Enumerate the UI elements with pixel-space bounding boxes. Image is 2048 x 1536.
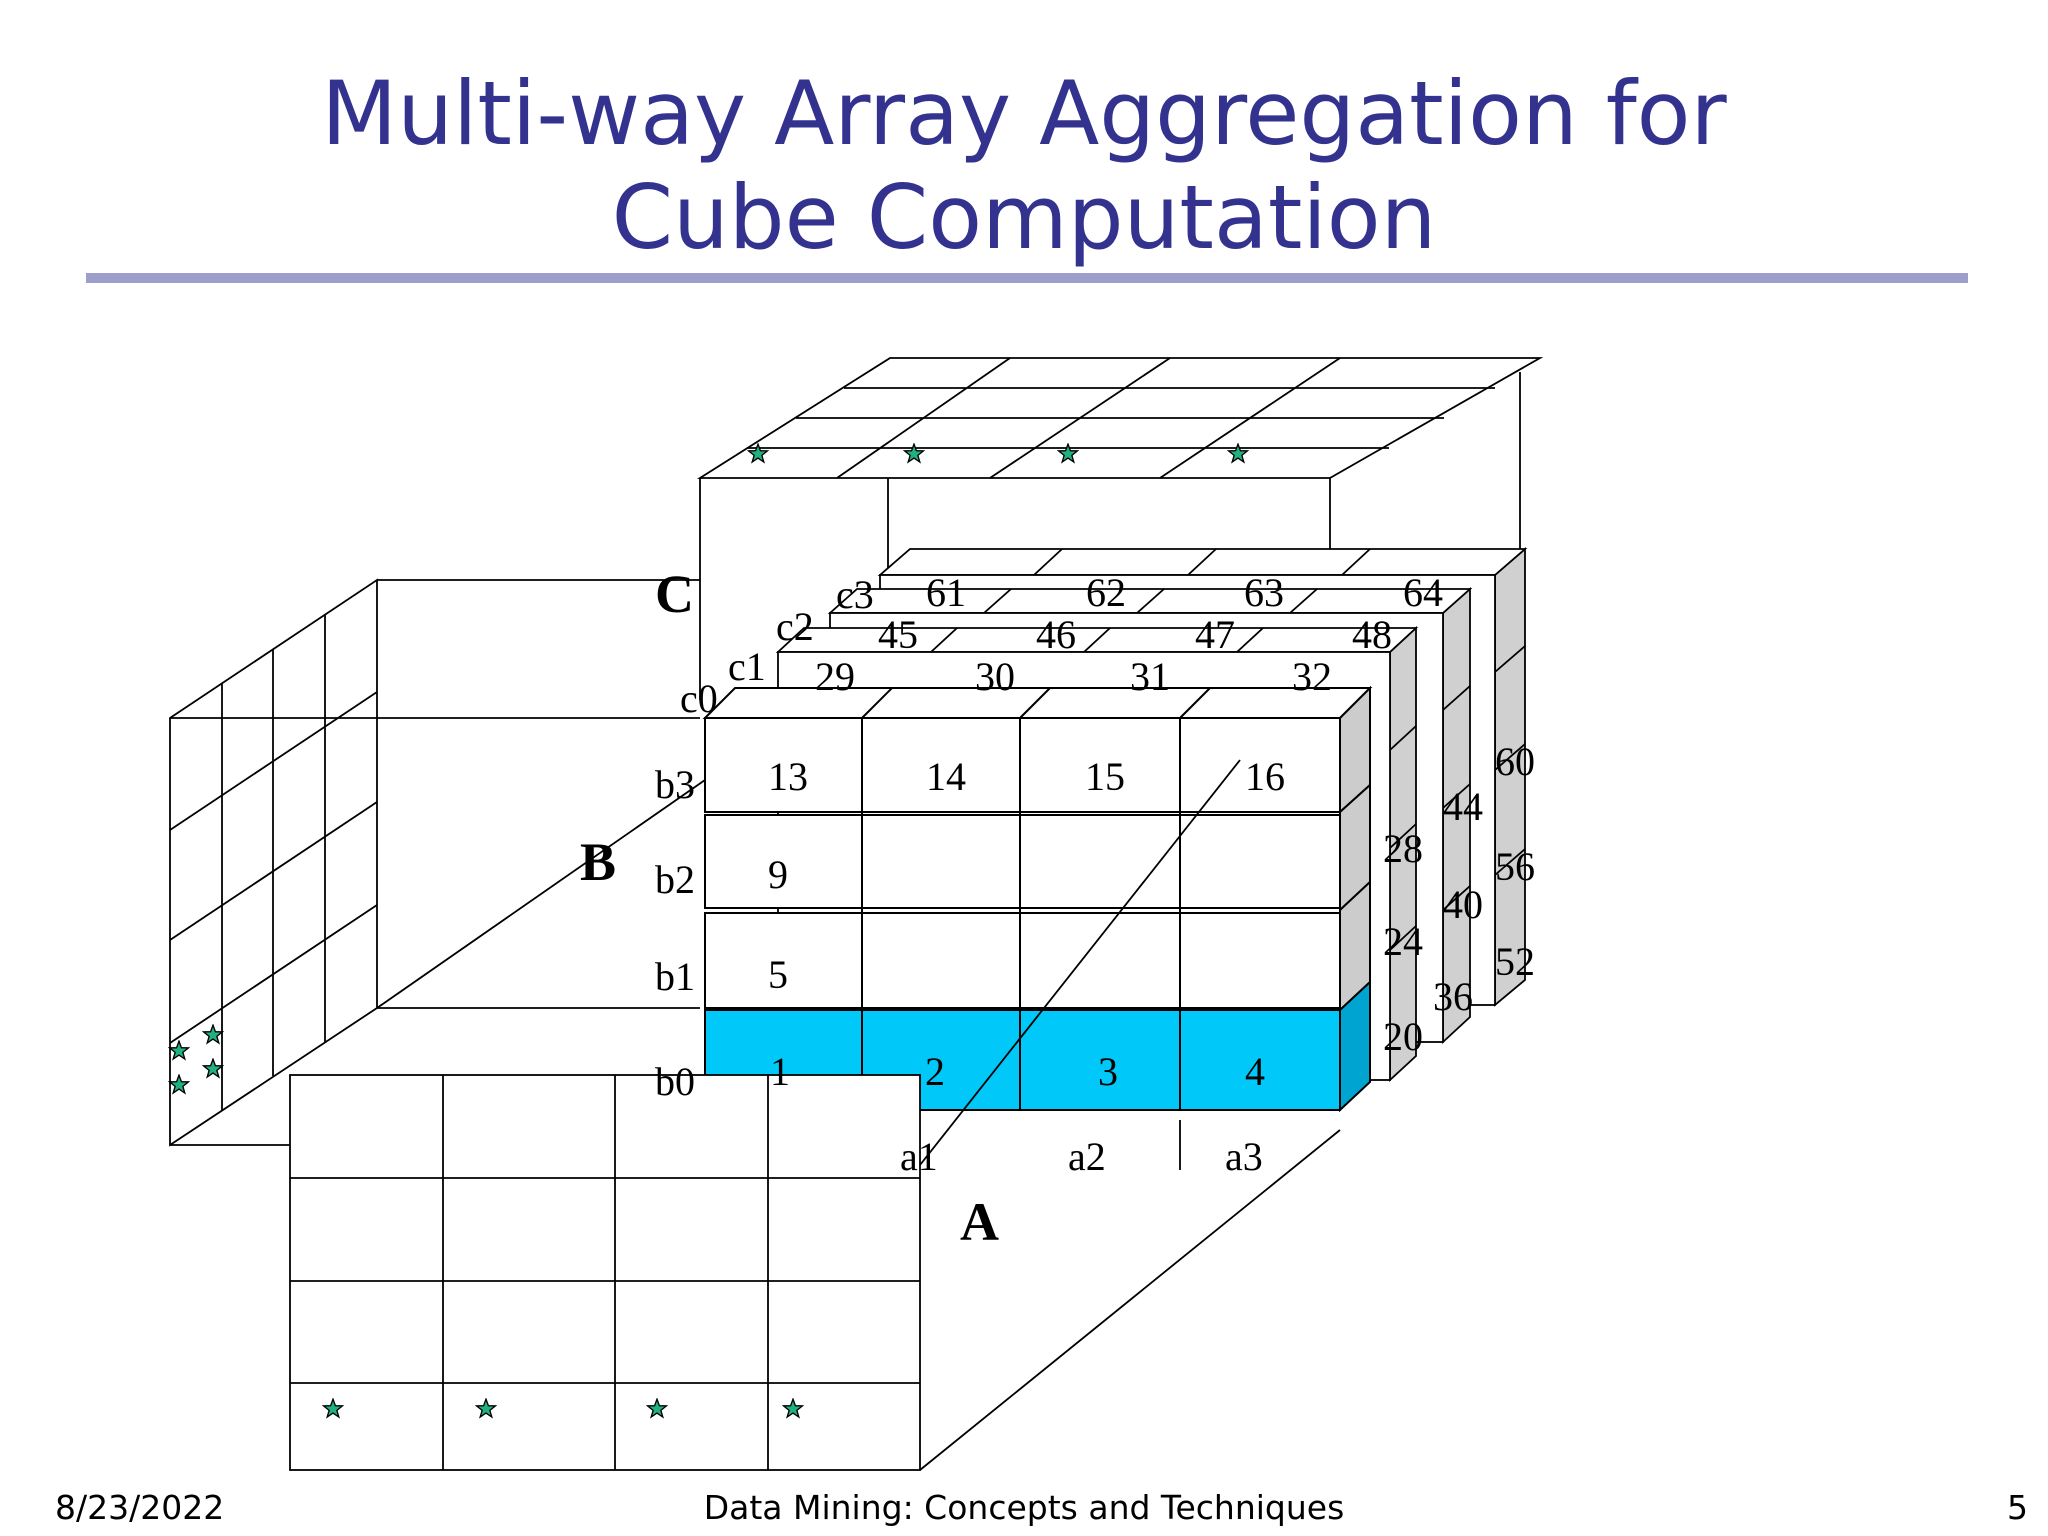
ab-plane [289, 1074, 921, 1471]
bc-plane [169, 578, 700, 1147]
footer-page-number: 5 [2007, 1488, 2028, 1527]
c-label: c3 [836, 572, 874, 617]
title-line-2: Cube Computation [611, 166, 1437, 269]
cell-56: 56 [1495, 844, 1535, 889]
a-label: a3 [1225, 1134, 1263, 1179]
cell-61: 61 [926, 570, 966, 615]
slab-c0 [702, 685, 1373, 1113]
title-line-1: Multi-way Array Aggregation for [321, 62, 1727, 165]
cell-4: 4 [1245, 1049, 1265, 1094]
star-icon [747, 443, 769, 463]
cell-20: 20 [1383, 1014, 1423, 1059]
star-icon [903, 443, 925, 463]
a-label: a2 [1068, 1134, 1106, 1179]
cell-1: 1 [770, 1049, 790, 1094]
star-icon [1057, 443, 1079, 463]
cell-48: 48 [1352, 612, 1392, 657]
cell-40: 40 [1443, 882, 1483, 927]
b-label: b1 [655, 954, 695, 999]
cell-9: 9 [768, 852, 788, 897]
star-icon [1227, 443, 1249, 463]
cell-29: 29 [815, 654, 855, 699]
c-label: c0 [680, 676, 718, 721]
slide-title: Multi-way Array Aggregation for Cube Com… [0, 62, 2048, 270]
b-label: b0 [655, 1059, 695, 1104]
cell-64: 64 [1403, 570, 1443, 615]
cell-52: 52 [1495, 939, 1535, 984]
c-label: c1 [728, 644, 766, 689]
star-icon [168, 1074, 190, 1094]
cell-13: 13 [768, 754, 808, 799]
cell-60: 60 [1495, 739, 1535, 784]
cell-30: 30 [975, 654, 1015, 699]
ac-plane [696, 357, 1544, 700]
cell-3: 3 [1098, 1049, 1118, 1094]
star-icon [202, 1058, 224, 1078]
footer-title: Data Mining: Concepts and Techniques [703, 1488, 1345, 1527]
footer-date: 8/23/2022 [55, 1488, 225, 1527]
cell-47: 47 [1195, 612, 1235, 657]
cell-24: 24 [1383, 919, 1423, 964]
cell-15: 15 [1085, 754, 1125, 799]
ab-floor-lines [376, 759, 1341, 1471]
cell-28: 28 [1383, 826, 1423, 871]
cell-2: 2 [925, 1049, 945, 1094]
b-label: b3 [655, 762, 695, 807]
cell-31: 31 [1130, 654, 1170, 699]
dim-b-label: B [580, 832, 616, 892]
dim-c-label: C [655, 564, 694, 624]
cell-63: 63 [1244, 570, 1284, 615]
cell-62: 62 [1086, 570, 1126, 615]
star-icon [168, 1040, 190, 1060]
star-icon [202, 1024, 224, 1044]
cell-16: 16 [1245, 754, 1285, 799]
cell-36: 36 [1433, 974, 1473, 1019]
cell-46: 46 [1036, 612, 1076, 657]
c-label: c2 [776, 604, 814, 649]
cell-32: 32 [1292, 654, 1332, 699]
cell-5: 5 [768, 952, 788, 997]
cell-45: 45 [878, 612, 918, 657]
b-label: b2 [655, 857, 695, 902]
cell-44: 44 [1443, 784, 1483, 829]
dim-a-label: A [960, 1192, 999, 1252]
a-label: a1 [900, 1134, 938, 1179]
title-underline [86, 273, 1968, 283]
cell-14: 14 [926, 754, 966, 799]
